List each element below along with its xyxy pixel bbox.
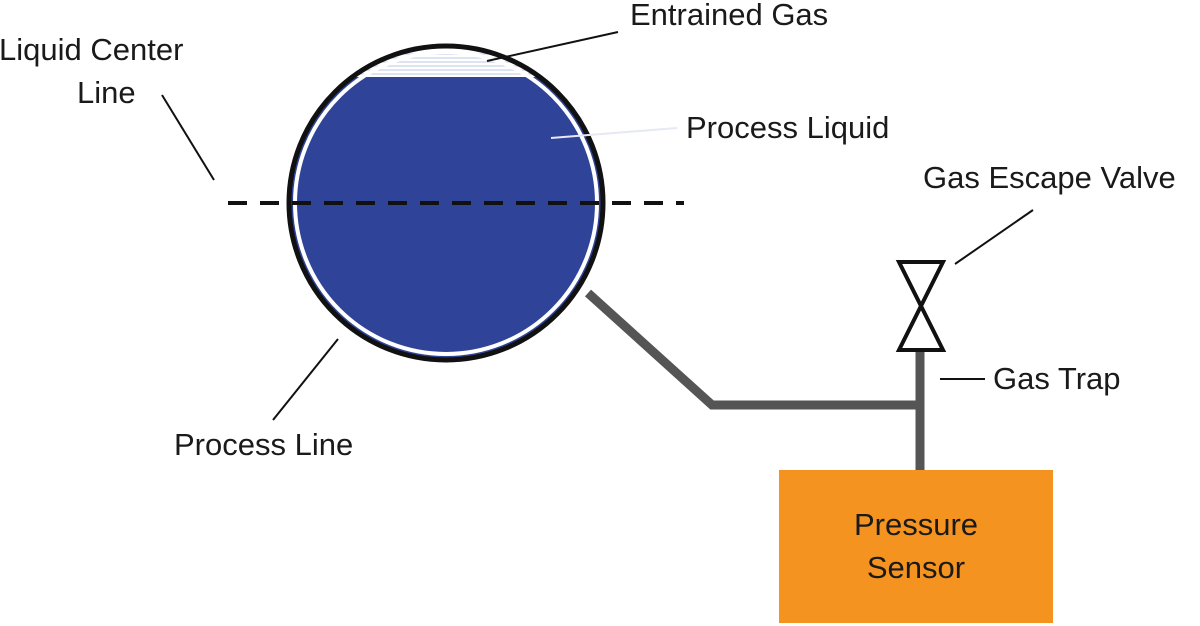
pressure-sensor-label-line1: Pressure [854, 507, 978, 542]
sensing-tubing [584, 289, 920, 410]
gas-trap-label: Gas Trap [993, 361, 1121, 396]
gas-escape-valve-icon [895, 260, 947, 352]
pressure-sensor-label-line2: Sensor [867, 550, 965, 585]
process-line-label: Process Line [174, 427, 353, 462]
gas-escape-valve-label: Gas Escape Valve [923, 160, 1176, 195]
process-liquid-leader [550, 127, 678, 139]
entrained-gas-label: Entrained Gas [630, 0, 828, 32]
process-liquid-label: Process Liquid [686, 110, 889, 145]
process-line-leader [272, 338, 339, 421]
process-liquid [289, 77, 603, 360]
liquid-center-label-line2: Line [77, 75, 136, 110]
process-pipe-wall [286, 43, 606, 363]
pressure-sensor-box [779, 470, 1053, 623]
entrained-gas-leader [486, 31, 619, 62]
liquid-center-line-leader [161, 94, 215, 181]
liquid-center-label-line1: Liquid Center [0, 32, 183, 67]
gas-escape-valve-leader [954, 209, 1034, 265]
